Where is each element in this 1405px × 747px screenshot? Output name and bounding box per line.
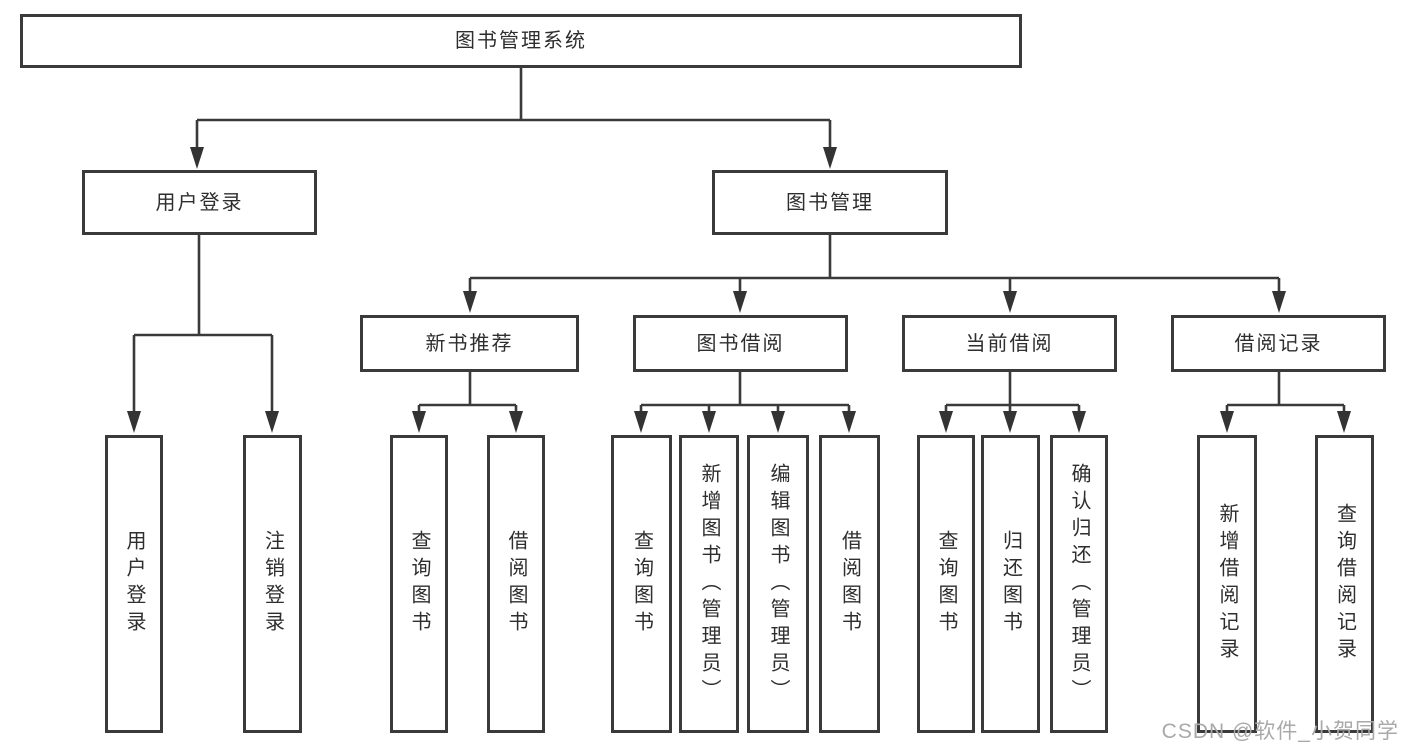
watermark: CSDN @软件_小贺同学 bbox=[1161, 720, 1399, 743]
leaf-newrec-query-books: 查询图书 bbox=[390, 435, 448, 733]
node-book-management: 图书管理 bbox=[712, 170, 948, 235]
node-current-borrowing: 当前借阅 bbox=[902, 315, 1117, 372]
node-book-borrowing: 图书借阅 bbox=[633, 315, 848, 372]
node-root: 图书管理系统 bbox=[20, 14, 1022, 68]
leaf-current-return-books: 归还图书 bbox=[981, 435, 1040, 733]
leaf-borrow-query-books: 查询图书 bbox=[611, 435, 672, 733]
node-user-login: 用户登录 bbox=[82, 170, 317, 235]
arrowheads bbox=[127, 147, 1351, 433]
node-borrow-records: 借阅记录 bbox=[1171, 315, 1386, 372]
leaf-borrow-edit-books-admin: 编辑图书（管理员） bbox=[747, 435, 809, 733]
leaf-newrec-borrow-books: 借阅图书 bbox=[487, 435, 545, 733]
leaf-user-login: 用户登录 bbox=[105, 435, 163, 733]
leaf-borrow-add-books-admin: 新增图书（管理员） bbox=[679, 435, 739, 733]
leaf-records-query-record: 查询借阅记录 bbox=[1315, 435, 1374, 733]
leaf-current-confirm-return-admin: 确认归还（管理员） bbox=[1050, 435, 1108, 733]
leaf-records-add-record: 新增借阅记录 bbox=[1197, 435, 1257, 733]
node-new-book-recommend: 新书推荐 bbox=[360, 315, 579, 372]
leaf-borrow-borrow-books: 借阅图书 bbox=[819, 435, 880, 733]
leaf-current-query-books: 查询图书 bbox=[917, 435, 975, 733]
leaf-logout-login: 注销登录 bbox=[243, 435, 302, 733]
